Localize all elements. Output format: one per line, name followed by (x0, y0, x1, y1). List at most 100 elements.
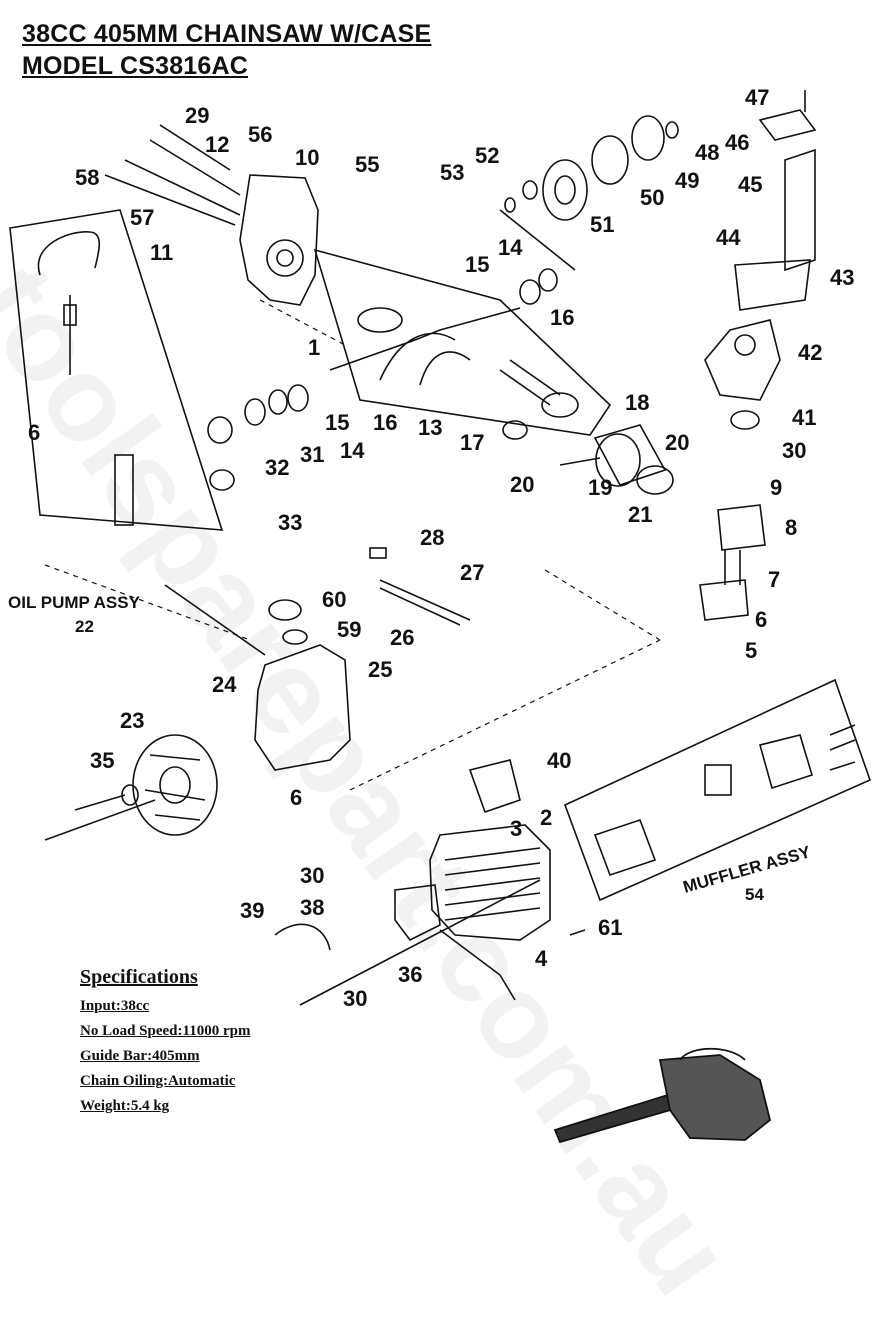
part-number-14: 14 (498, 235, 523, 260)
bearing-15 (287, 384, 309, 412)
seal-14 (268, 389, 288, 415)
part-number-29: 29 (185, 103, 209, 128)
part-number-15: 15 (465, 252, 489, 277)
spring-32 (207, 416, 233, 444)
oil-pump-hose (37, 231, 101, 276)
part-number-48: 48 (695, 140, 719, 165)
part-number-7: 7 (768, 567, 780, 592)
diagram-title: 38CC 405MM CHAINSAW W/CASE (22, 20, 432, 48)
oil-pump-assy-label: OIL PUMP ASSY (8, 593, 141, 612)
part-number-51: 51 (590, 212, 614, 237)
specifications-heading: Specifications (80, 966, 198, 988)
muffler-assy-number: 54 (745, 885, 764, 904)
washer-53 (504, 197, 516, 213)
fuel-tank-24 (254, 644, 351, 771)
piston-pin-19 (559, 457, 601, 466)
part-number-1: 1 (308, 335, 320, 360)
part-number-20: 20 (665, 430, 689, 455)
carburetor-42 (704, 319, 781, 401)
part-number-4: 4 (535, 946, 548, 971)
connecting-rod (499, 359, 561, 406)
spec-chain-oiling: Chain Oiling:Automatic (80, 1073, 236, 1089)
part-number-25: 25 (368, 657, 392, 682)
part-number-28: 28 (420, 525, 444, 550)
piston-ring-21 (636, 465, 674, 495)
insulator-7 (699, 579, 749, 621)
part-number-42: 42 (798, 340, 822, 365)
part-number-6: 6 (290, 785, 302, 810)
part-number-36: 36 (398, 962, 422, 987)
exploded-view-drawing: 2912561055585711535251504948474645444342… (8, 85, 871, 1144)
sprocket-50 (591, 135, 629, 185)
clutch-nut-35 (121, 784, 139, 806)
part-number-19: 19 (588, 475, 612, 500)
nut-48 (665, 121, 679, 139)
part-number-6: 6 (755, 607, 767, 632)
clutch-drum-51 (542, 159, 588, 221)
intake-plate-8 (717, 504, 766, 551)
part-number-50: 50 (640, 185, 664, 210)
part-number-53: 53 (440, 160, 464, 185)
part-number-61: 61 (598, 915, 622, 940)
spark-plug-lead (439, 929, 516, 1001)
part-number-20: 20 (510, 472, 534, 497)
fuel-line-26 (379, 587, 461, 626)
part-number-21: 21 (628, 502, 652, 527)
oil-pump-gear (209, 469, 235, 491)
crankshaft (329, 307, 521, 386)
part-number-9: 9 (770, 475, 782, 500)
part-number-56: 56 (248, 122, 272, 147)
spec-input: Input:38cc (80, 998, 150, 1014)
bearing-15-top (519, 279, 541, 305)
part-number-15: 15 (325, 410, 349, 435)
oil-pump-frame (9, 209, 224, 531)
ignition-coil-36 (394, 884, 441, 942)
part-number-44: 44 (716, 225, 741, 250)
part-number-30: 30 (343, 986, 367, 1011)
part-number-43: 43 (830, 265, 854, 290)
spring-31 (244, 398, 266, 426)
fuel-line-27 (379, 579, 471, 621)
spec-weight: Weight:5.4 kg (80, 1098, 170, 1114)
washer-49 (631, 115, 665, 161)
part-number-46: 46 (725, 130, 749, 155)
part-number-52: 52 (475, 143, 499, 168)
part-number-14: 14 (340, 438, 365, 463)
part-number-6: 6 (28, 420, 40, 445)
cylinder-4 (429, 824, 551, 941)
crankcase-left-half (239, 174, 319, 306)
part-number-35: 35 (90, 748, 114, 773)
chainsaw-illustration (553, 1047, 772, 1144)
gasket-41 (730, 410, 760, 430)
part-number-3: 3 (510, 816, 522, 841)
part-number-11: 11 (150, 240, 173, 265)
part-number-31: 31 (300, 442, 324, 467)
part-number-30: 30 (300, 863, 324, 888)
part-number-32: 32 (265, 455, 289, 480)
part-number-5: 5 (745, 638, 757, 663)
muffler-body (593, 818, 657, 877)
part-number-18: 18 (625, 390, 649, 415)
handle-cap-46 (758, 109, 817, 141)
oil-pump-fitting (63, 304, 77, 326)
part-number-59: 59 (337, 617, 361, 642)
part-number-39: 39 (240, 898, 264, 923)
spec-no-load-speed: No Load Speed:11000 rpm (80, 1023, 251, 1039)
fuel-filter-28 (369, 547, 387, 559)
part-number-12: 12 (205, 132, 229, 157)
part-number-16: 16 (550, 305, 574, 330)
part-number-41: 41 (792, 405, 816, 430)
part-number-17: 17 (460, 430, 484, 455)
bearing-17 (502, 420, 528, 440)
part-number-13: 13 (418, 415, 442, 440)
part-number-10: 10 (295, 145, 319, 170)
part-number-40: 40 (547, 748, 571, 773)
part-number-60: 60 (322, 587, 346, 612)
part-number-47: 47 (745, 85, 769, 110)
ignition-wire-39 (274, 923, 331, 951)
handle-grip-45 (784, 148, 816, 272)
part-number-23: 23 (120, 708, 144, 733)
part-number-33: 33 (278, 510, 302, 535)
part-number-8: 8 (785, 515, 797, 540)
part-number-57: 57 (130, 205, 154, 230)
